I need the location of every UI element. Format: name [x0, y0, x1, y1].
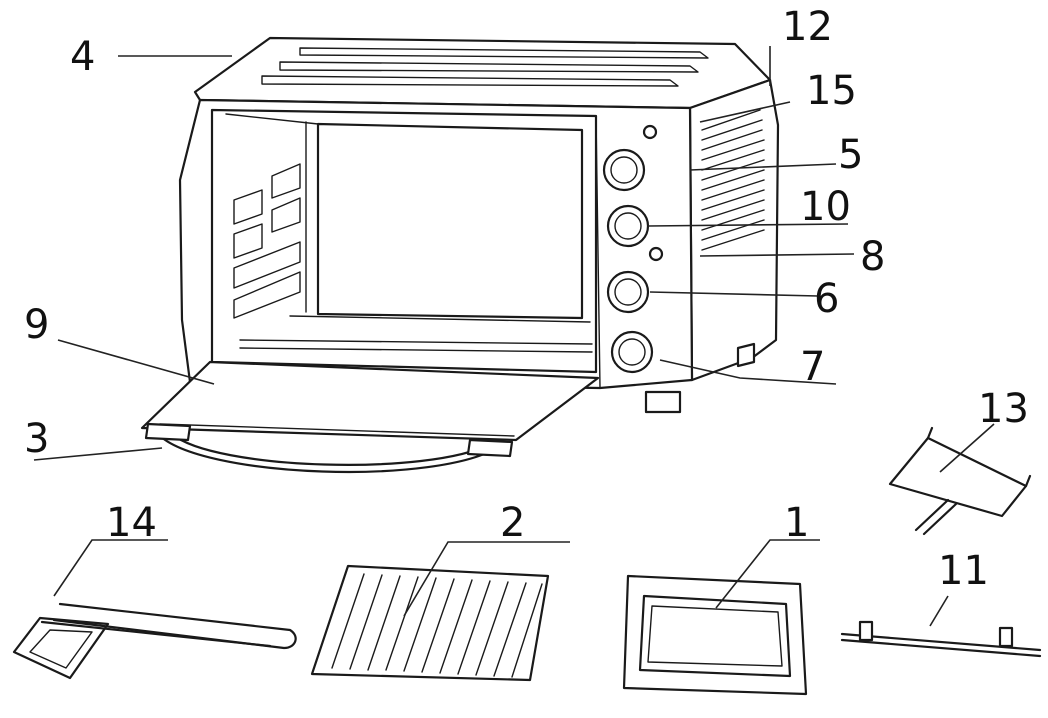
- callout-9: 9: [24, 302, 49, 348]
- callout-5: 5: [838, 132, 863, 178]
- callout-2: 2: [500, 500, 525, 546]
- callout-4: 4: [70, 34, 95, 80]
- control-knobs: [602, 124, 664, 374]
- side-vents: [701, 109, 765, 251]
- accessory-rotisserie-tongs: [12, 602, 297, 680]
- oven-top-panel: [193, 36, 772, 110]
- callout-10: 10: [800, 184, 851, 230]
- left-wall-guides: [233, 163, 301, 319]
- top-vents: [261, 47, 709, 87]
- callout-7: 7: [800, 344, 825, 390]
- callout-numbers: 4 12 15 5 10 8 6 7 9 3 13 11 14 2 1: [24, 4, 1029, 594]
- callout-12: 12: [782, 4, 833, 50]
- power-light-icon: [648, 246, 664, 262]
- callout-8: 8: [860, 234, 885, 280]
- oven-foot-front: [644, 390, 682, 414]
- oven-cavity: [210, 108, 598, 374]
- oven-door: [140, 360, 600, 442]
- callout-6: 6: [814, 276, 839, 322]
- callout-11: 11: [938, 548, 989, 594]
- accessory-baking-tray: [622, 574, 808, 696]
- accessory-rack-handle: [888, 426, 1032, 536]
- accessory-wire-rack: [310, 564, 550, 682]
- callout-15: 15: [806, 68, 857, 114]
- oven-body: [140, 36, 780, 474]
- oven-back-window: [316, 122, 584, 320]
- callout-1: 1: [784, 500, 809, 546]
- callout-14: 14: [106, 500, 157, 546]
- callout-13: 13: [978, 386, 1029, 432]
- knob-2-icon: [606, 204, 650, 248]
- leader-lines: [33, 46, 995, 627]
- indicator-light-icon: [642, 124, 658, 140]
- accessory-rotisserie-spit: [840, 620, 1042, 658]
- callout-3: 3: [24, 416, 49, 462]
- door-handle: [156, 432, 502, 474]
- knob-4-icon: [610, 330, 654, 374]
- knob-3-icon: [606, 270, 650, 314]
- knob-1-icon: [602, 148, 646, 192]
- oven-foot-back: [736, 342, 756, 368]
